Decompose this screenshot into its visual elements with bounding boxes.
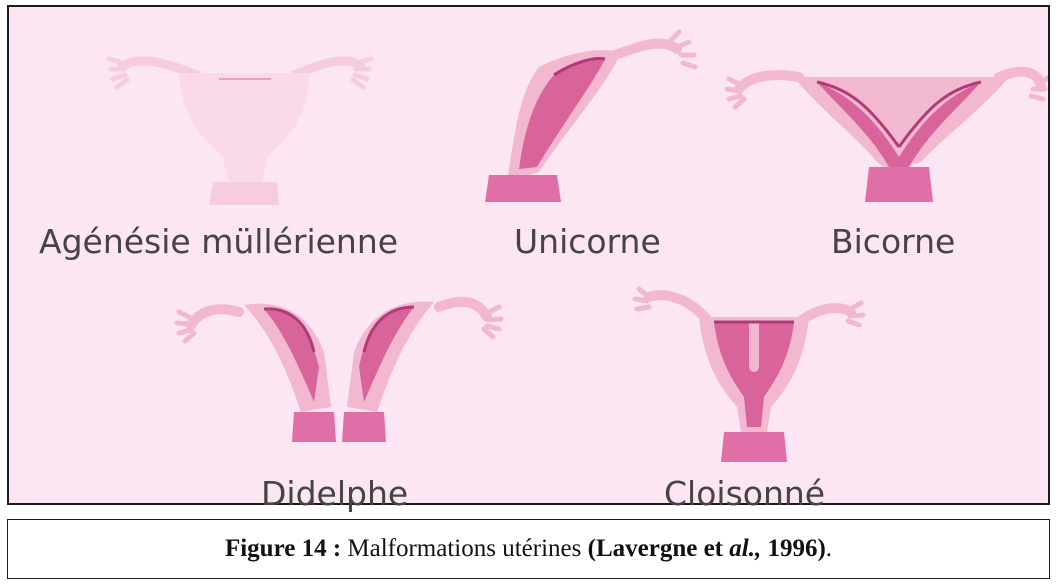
caption-prefix: Figure 14 :	[225, 535, 341, 562]
caption-ref-etal: al.,	[729, 535, 761, 562]
label-unicorne: Unicorne	[514, 225, 661, 258]
label-cloisonne: Cloisonné	[664, 477, 825, 510]
caption-text: Malformations utérines	[341, 535, 587, 562]
label-didelphe: Didelphe	[261, 477, 408, 510]
caption-ref-author: Lavergne et	[596, 535, 729, 562]
label-agenesie: Agénésie müllérienne	[39, 225, 398, 258]
uterus-agenesie-illustration	[109, 59, 371, 205]
uterus-cloisonne-illustration	[635, 289, 863, 462]
uterus-unicorne-illustration	[485, 32, 695, 202]
caption-ref-year: 1996	[761, 535, 817, 562]
figure-caption: Figure 14 : Malformations utérines (Lave…	[7, 519, 1050, 579]
caption-end: .	[826, 535, 832, 562]
uterus-bicorne-illustration	[727, 72, 1048, 202]
label-bicorne: Bicorne	[831, 225, 955, 258]
uterus-didelphe-illustration	[177, 302, 501, 442]
caption-ref-open: (	[588, 535, 596, 562]
caption-ref-close: )	[817, 535, 825, 562]
figure-panel: Agénésie müllérienne Unicorne Bicorne Di…	[7, 5, 1050, 505]
